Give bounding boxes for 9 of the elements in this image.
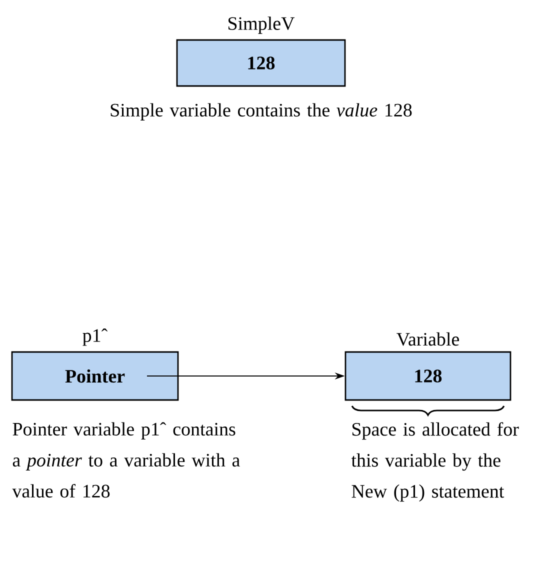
- description: Simple variable contains the value 128: [110, 103, 412, 120]
- variable-name: Variable: [396, 332, 459, 346]
- variable-box: Pointer: [11, 351, 179, 401]
- variable-box: 128: [176, 39, 346, 87]
- variable-name: p1ˆ: [82, 328, 108, 346]
- variable-name: SimpleV: [228, 16, 295, 34]
- description: Space is allocated for this variable by the New (p1) statement: [351, 422, 519, 502]
- description: Pointer variable p1ˆ contains a pointer to a variable with a value of 128: [12, 422, 240, 498]
- variable-box: 128: [344, 351, 512, 401]
